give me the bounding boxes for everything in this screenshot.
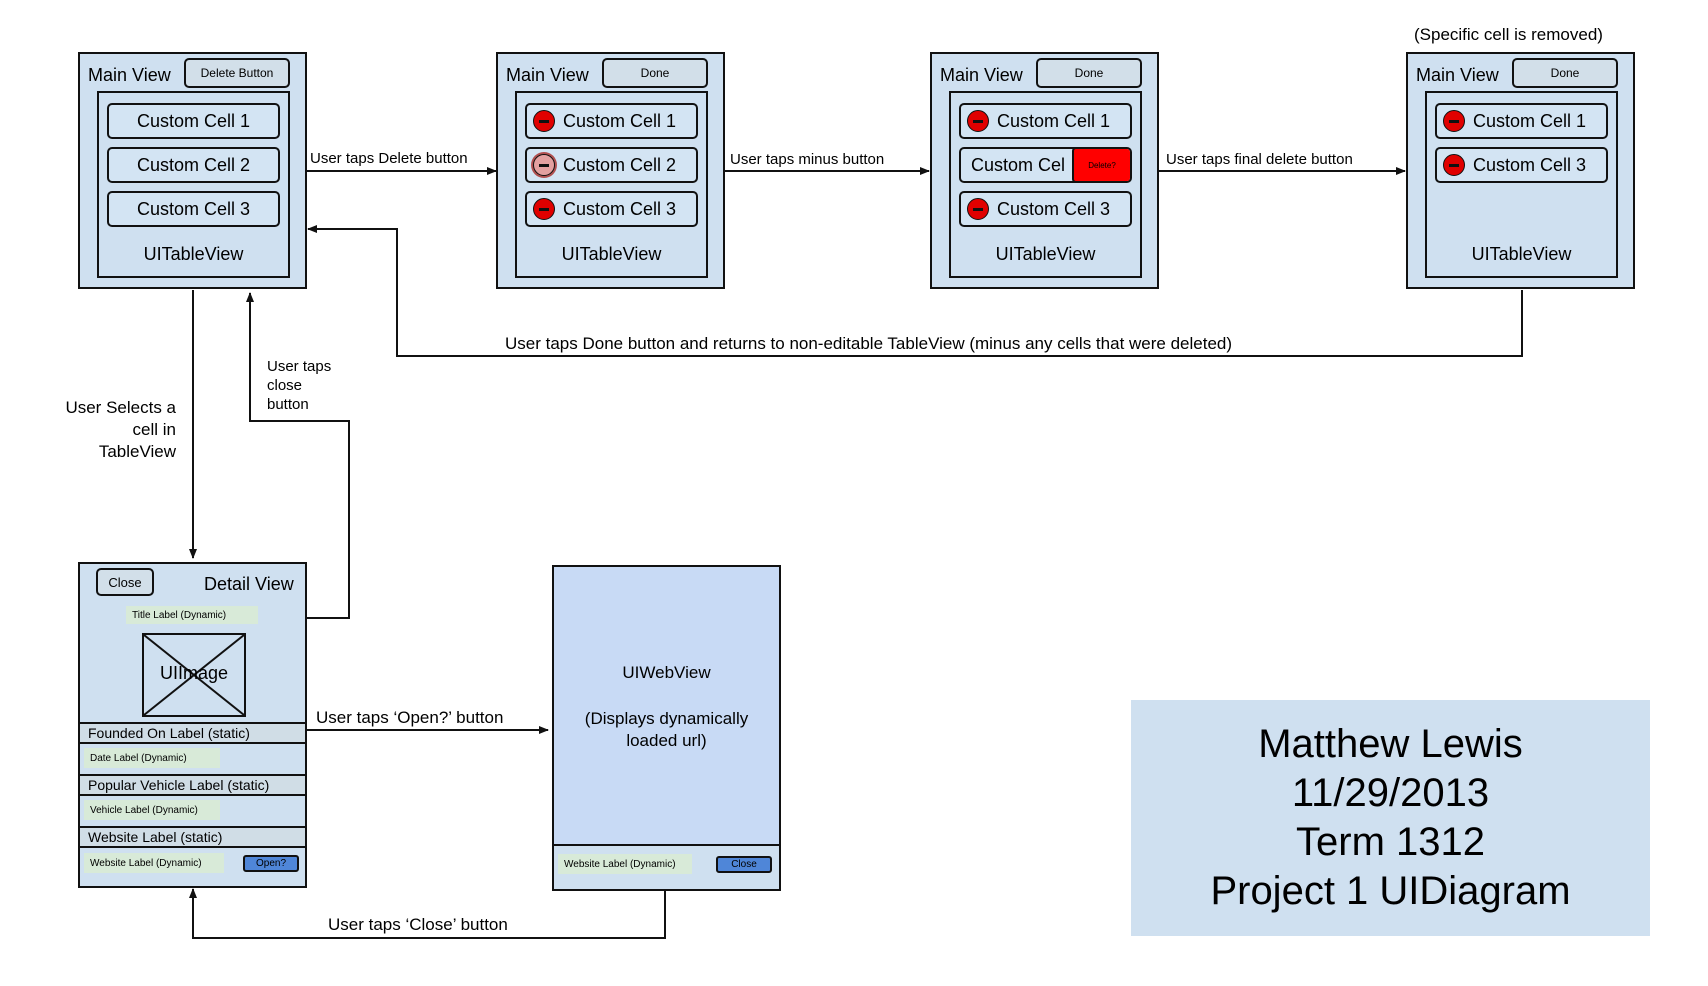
date-label-dynamic: Date Label (Dynamic) — [84, 748, 220, 768]
custom-cell-1[interactable]: Custom Cell 1 — [525, 103, 698, 139]
open-button[interactable]: Open? — [243, 855, 299, 872]
delete-confirm-button[interactable]: Delete? — [1072, 149, 1130, 181]
main-view-2: Main View Done Custom Cell 1 Custom Cell… — [496, 52, 725, 289]
label-tap-final-delete: User taps final delete button — [1166, 151, 1353, 168]
main-view-3: Main View Done Custom Cell 1 Custom Cel … — [930, 52, 1159, 289]
custom-cell-3[interactable]: Custom Cell 3 — [525, 191, 698, 227]
label-line: TableView — [98, 442, 176, 461]
minus-icon[interactable] — [533, 110, 555, 132]
info-box: Matthew Lewis 11/29/2013 Term 1312 Proje… — [1131, 700, 1650, 936]
arrow-close-web — [189, 888, 666, 939]
done-button[interactable]: Done — [1512, 58, 1618, 88]
table-view: Custom Cell 1 Custom Cell 2 Custom Cell … — [97, 91, 290, 278]
main-view-title: Main View — [88, 65, 171, 85]
main-view-title: Main View — [940, 65, 1023, 85]
label-tap-delete: User taps Delete button — [310, 150, 468, 167]
minus-icon[interactable] — [967, 198, 989, 220]
table-view-label: UITableView — [143, 244, 244, 264]
vehicle-label-dynamic: Vehicle Label (Dynamic) — [84, 800, 220, 820]
label-line: cell in — [132, 420, 176, 439]
web-view: UIWebView (Displays dynamically loaded u… — [554, 567, 779, 846]
label-select-cell: User Selects a cell in TableView — [20, 397, 176, 463]
cell-label: Custom Cell 2 — [563, 154, 677, 175]
close-button[interactable]: Close — [96, 568, 154, 596]
main-view-title: Main View — [1416, 65, 1499, 85]
main-view-1: Main View Delete Button Custom Cell 1 Cu… — [78, 52, 307, 289]
web-view-frame: UIWebView (Displays dynamically loaded u… — [552, 565, 781, 891]
table-view-label: UITableView — [995, 244, 1096, 264]
minus-icon[interactable] — [967, 110, 989, 132]
minus-icon[interactable] — [1443, 110, 1465, 132]
custom-cell-3[interactable]: Custom Cell 3 — [959, 191, 1132, 227]
label-line: close — [267, 377, 303, 394]
label-line: User Selects a — [65, 398, 176, 417]
website-label-static: Website Label (static) — [78, 826, 307, 848]
image-label: UIImage — [159, 663, 229, 683]
label-tap-minus: User taps minus button — [730, 151, 885, 168]
done-button[interactable]: Done — [602, 58, 708, 88]
label-tap-done: User taps Done button and returns to non… — [505, 334, 1233, 353]
custom-cell-1[interactable]: Custom Cell 1 — [107, 103, 280, 139]
custom-cell-1[interactable]: Custom Cell 1 — [959, 103, 1132, 139]
label-tap-open: User taps ‘Open?’ button — [316, 708, 504, 727]
web-view-description: (Displays dynamically loaded url) — [584, 709, 749, 750]
date: 11/29/2013 — [1291, 771, 1490, 815]
table-view: Custom Cell 1 Custom Cell 2 Custom Cell … — [515, 91, 708, 278]
delete-button[interactable]: Delete Button — [184, 58, 290, 88]
website-label-dynamic: Website Label (Dynamic) — [558, 854, 692, 874]
table-view: Custom Cell 1 Custom Cel Delete? Custom … — [949, 91, 1142, 278]
detail-view-title: Detail View — [204, 574, 294, 594]
website-label-dynamic: Website Label (Dynamic) — [84, 853, 224, 873]
custom-cell-2[interactable]: Custom Cel Delete? — [959, 147, 1132, 183]
label-line: button — [267, 396, 309, 413]
arrow-close — [246, 292, 350, 619]
main-view-title: Main View — [506, 65, 589, 85]
author-name: Matthew Lewis — [1258, 722, 1523, 766]
custom-cell-1[interactable]: Custom Cell 1 — [1435, 103, 1608, 139]
web-view-title: UIWebView — [622, 663, 711, 682]
custom-cell-3[interactable]: Custom Cell 3 — [1435, 147, 1608, 183]
label-tap-close: User taps close button — [267, 357, 331, 414]
delete-confirm-label: Delete? — [1088, 160, 1116, 170]
minus-icon[interactable] — [533, 198, 555, 220]
web-close-button[interactable]: Close — [716, 856, 772, 873]
image-placeholder: UIImage — [142, 633, 246, 717]
popular-vehicle-label-static: Popular Vehicle Label (static) — [78, 774, 307, 796]
detail-view: Close Detail View Title Label (Dynamic) … — [78, 562, 307, 888]
cell-label: Custom Cell 1 — [997, 110, 1111, 131]
project-title: Project 1 UIDiagram — [1210, 869, 1571, 913]
table-view-label: UITableView — [561, 244, 662, 264]
custom-cell-3[interactable]: Custom Cell 3 — [107, 191, 280, 227]
image-cross-icon — [144, 635, 244, 715]
cell-label: Custom Cell 3 — [997, 198, 1111, 219]
minus-icon[interactable] — [1443, 154, 1465, 176]
table-view-label: UITableView — [1471, 244, 1572, 264]
arrow-done — [307, 225, 1523, 357]
table-view: Custom Cell 1 Custom Cell 3 UITableView — [1425, 91, 1618, 278]
label-line: User taps — [267, 358, 332, 375]
cell-label: Custom Cell 1 — [563, 110, 677, 131]
founded-on-label-static: Founded On Label (static) — [78, 722, 307, 744]
minus-icon-pressed[interactable] — [533, 154, 555, 176]
term: Term 1312 — [1296, 820, 1485, 864]
title-label-dynamic: Title Label (Dynamic) — [126, 606, 258, 624]
label-tap-close-web: User taps ‘Close’ button — [328, 915, 508, 934]
cell-label: Custom Cell 3 — [563, 198, 677, 219]
done-button[interactable]: Done — [1036, 58, 1142, 88]
cell-label: Custom Cel — [971, 154, 1066, 175]
note-cell-removed: (Specific cell is removed) — [1414, 25, 1603, 44]
cell-label: Custom Cell 3 — [1473, 154, 1587, 175]
main-view-4: Main View Done Custom Cell 1 Custom Cell… — [1406, 52, 1635, 289]
custom-cell-2[interactable]: Custom Cell 2 — [525, 147, 698, 183]
custom-cell-2[interactable]: Custom Cell 2 — [107, 147, 280, 183]
cell-label: Custom Cell 1 — [1473, 110, 1587, 131]
